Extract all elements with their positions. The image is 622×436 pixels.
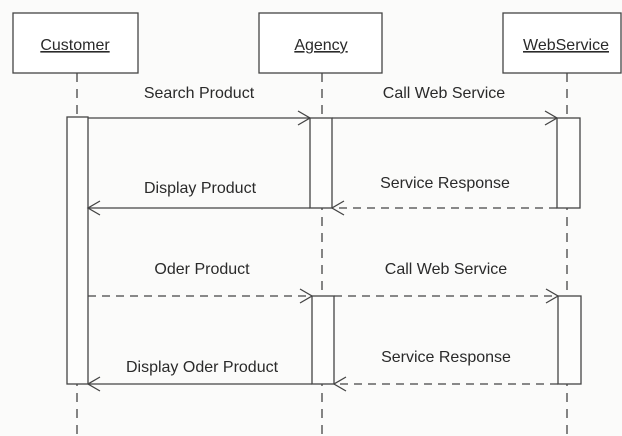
activation-webservice-2	[557, 295, 582, 385]
message-search-product: Search Product	[88, 85, 312, 126]
message-oder-product: Oder Product	[88, 261, 314, 304]
activation-webservice-1	[556, 117, 581, 209]
message-label: Search Product	[144, 85, 255, 102]
actor-webservice-label: WebService	[523, 37, 609, 54]
activation-agency-2	[311, 295, 335, 385]
actor-agency-label: Agency	[294, 37, 347, 54]
message-call-web-service-2: Call Web Service	[334, 261, 560, 304]
actor-customer: Customer	[12, 12, 139, 74]
activation-customer	[66, 116, 89, 385]
message-label: Call Web Service	[383, 85, 506, 102]
actor-agency: Agency	[258, 12, 383, 74]
message-label: Service Response	[380, 175, 510, 192]
message-call-web-service-1: Call Web Service	[332, 85, 559, 126]
message-label: Display Product	[144, 180, 257, 197]
message-label: Call Web Service	[385, 261, 508, 278]
message-label: Service Response	[381, 349, 511, 366]
message-display-oder-product: Display Oder Product	[86, 359, 312, 392]
message-service-response-1: Service Response	[330, 175, 557, 216]
message-label: Display Oder Product	[126, 359, 279, 376]
message-service-response-2: Service Response	[332, 349, 558, 392]
actor-webservice: WebService	[502, 12, 622, 74]
message-label: Oder Product	[154, 261, 250, 278]
activation-agency-1	[309, 117, 333, 209]
message-display-product: Display Product	[86, 180, 310, 216]
actor-customer-label: Customer	[40, 37, 110, 54]
